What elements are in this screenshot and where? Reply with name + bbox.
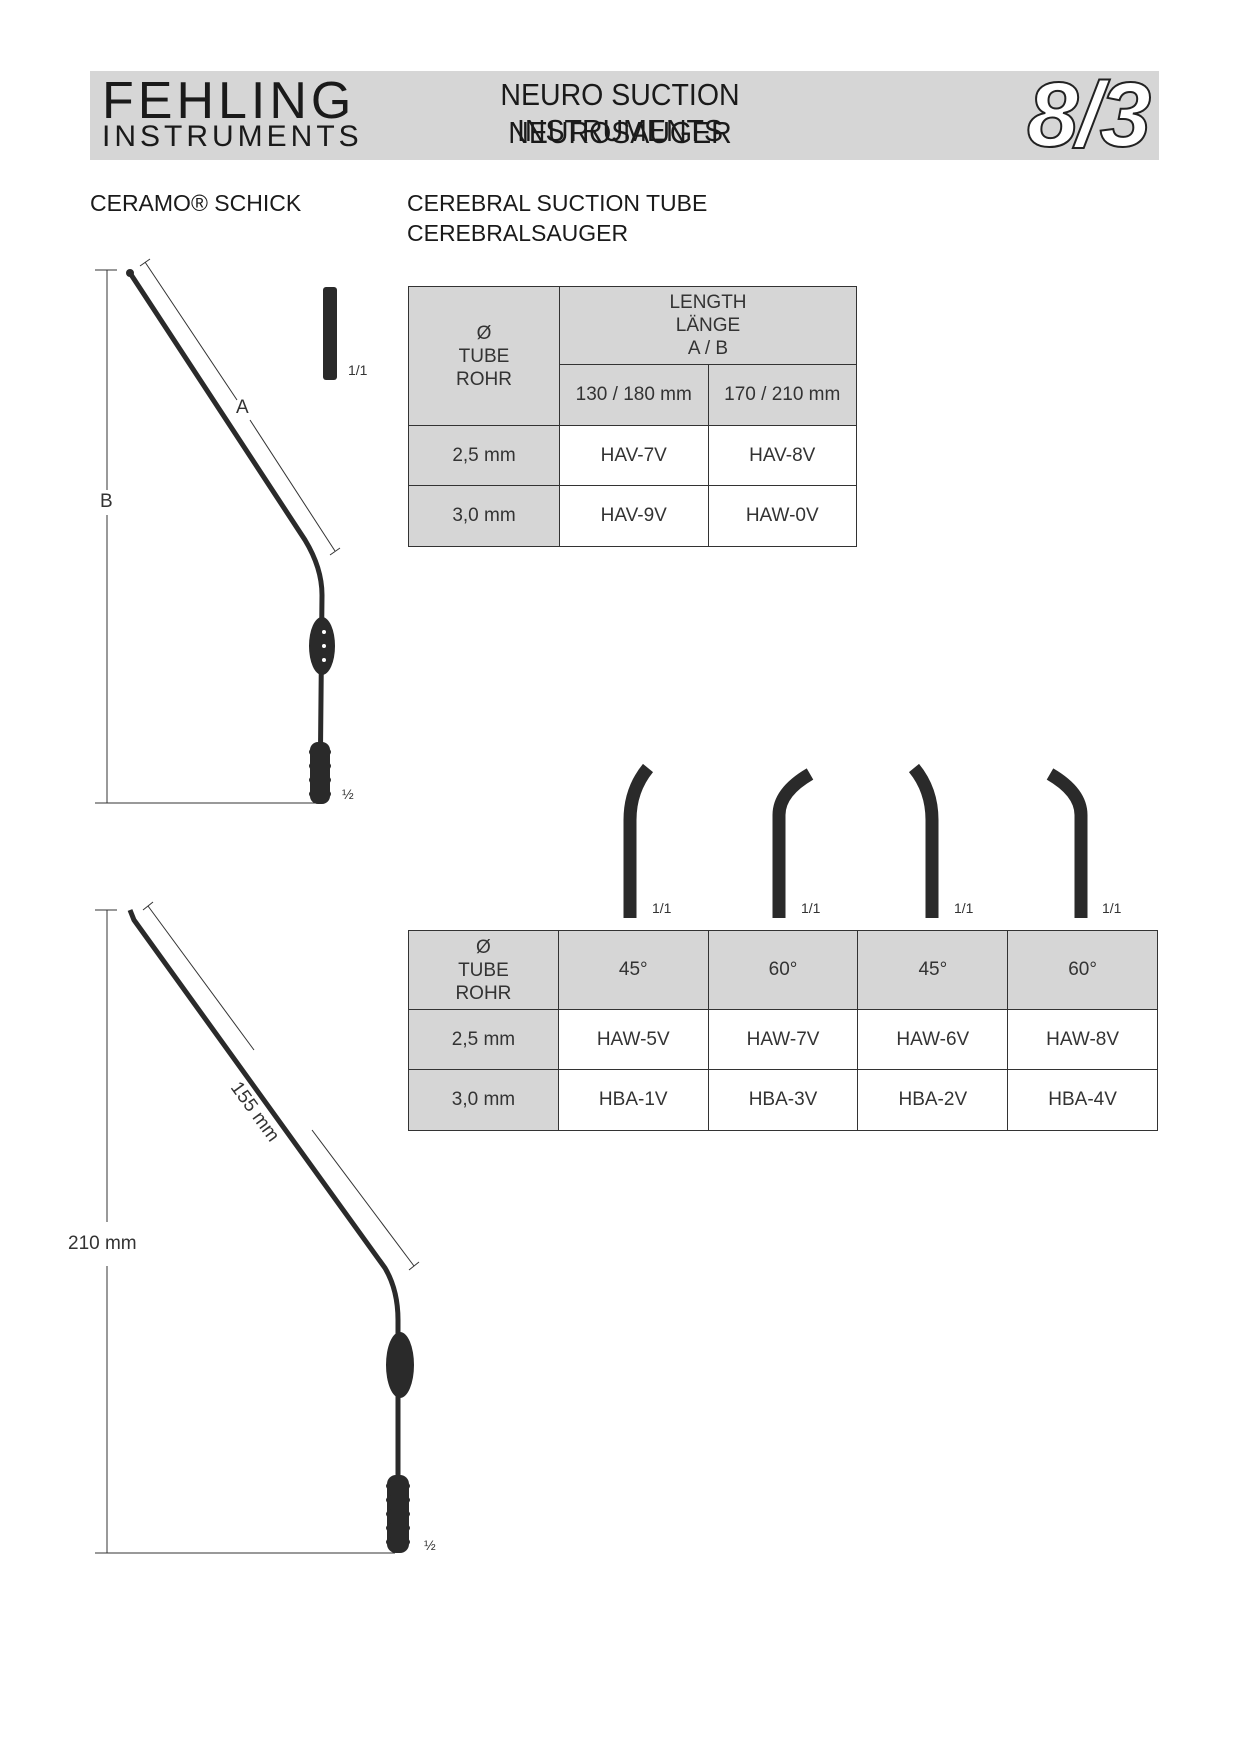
product-name-de: CEREBRALSAUGER [407,220,629,246]
tip-scale-label: 1/1 [954,900,974,916]
product-name-en: CEREBRAL SUCTION TUBE [407,190,708,216]
title-en: NEURO SUCTION INSTRUMENTS [500,77,740,148]
tip-60-b [1046,768,1088,918]
tip-45-b [908,763,939,918]
tube-insert [323,287,337,380]
angled-tips [623,763,1088,918]
size-cell: 2,5 mm [408,1009,559,1070]
brand-heading: CERAMO® SCHICK [90,190,302,216]
dimension-b-line [95,258,341,804]
scale-label: ½ [424,1537,436,1553]
angle-header: 60° [707,930,859,1010]
article-cell: HAW-7V [707,1009,859,1070]
angle-header: 45° [557,930,709,1010]
height-label: 210 mm [68,1233,137,1254]
scale-label: 1/1 [348,362,368,378]
dimension-a-label: A [236,397,249,418]
article-cell: HAW-0V [707,485,857,547]
article-cell: HAW-5V [557,1009,709,1070]
title-de: NEUROSAUGER [508,115,732,150]
tip-scale-label: 1/1 [1102,900,1122,916]
table-row: 3,0 mm HBA-1V HBA-3V HBA-2V HBA-4V [408,1069,1158,1131]
table-row: 2,5 mm HAV-7V HAV-8V [408,425,857,486]
size-cell: 2,5 mm [408,425,560,486]
article-cell: HBA-1V [557,1069,709,1131]
brand-logo-fehling: FEHLING [102,72,356,130]
length-label: LENGTH [669,292,747,313]
brand-logo-instruments: INSTRUMENTS [102,120,363,153]
length-col-2: 170 / 210 mm [707,364,857,426]
length-header: LENGTH LÄNGE A / B [559,286,857,365]
table-row: 2,5 mm HAW-5V HAW-7V HAW-6V HAW-8V [408,1009,1158,1070]
size-cell: 3,0 mm [408,485,560,547]
article-cell: HBA-3V [707,1069,859,1131]
suction-tube-drawing-1 [95,258,341,804]
length-table: Ø TUBE ROHR LENGTH LÄNGE A / B 130 / 180… [408,286,857,547]
length-col-1: 130 / 180 mm [559,364,709,426]
ab-label: A / B [687,338,729,359]
suction-tube-drawing-2 [95,901,420,1554]
tip-60-a [772,768,814,918]
grip-handle [309,742,331,804]
article-cell: HBA-4V [1007,1069,1158,1131]
angle-table: Ø TUBE ROHR 45° 60° 45° 60° 2,5 mm HAW-5… [408,930,1158,1131]
angle-header: 60° [1007,930,1158,1010]
article-cell: HBA-2V [857,1069,1009,1131]
tube-label: TUBE [458,959,509,981]
page-header: FEHLING INSTRUMENTS NEURO SUCTION INSTRU… [90,64,1159,166]
article-cell: HAV-8V [707,425,857,486]
tip-scale-label: 1/1 [801,900,821,916]
rohr-label: ROHR [456,368,512,390]
tube-header: Ø TUBE ROHR [408,286,560,426]
rohr-label: ROHR [455,982,512,1004]
tube-label: TUBE [458,345,510,367]
page-number: 8/3 [1026,64,1152,166]
table-row: 3,0 mm HAV-9V HAW-0V [408,485,857,547]
tube-header: Ø TUBE ROHR [408,930,559,1010]
tip-scale-label: 1/1 [652,900,672,916]
article-cell: HAW-6V [857,1009,1009,1070]
diameter-symbol: Ø [476,936,491,958]
dimension-b-label: B [100,491,113,512]
laenge-label: LÄNGE [675,315,741,336]
article-cell: HAV-7V [559,425,709,486]
size-cell: 3,0 mm [408,1069,559,1131]
tip-45-a [623,763,654,918]
diameter-symbol: Ø [476,322,492,344]
scale-label: ½ [342,786,354,802]
